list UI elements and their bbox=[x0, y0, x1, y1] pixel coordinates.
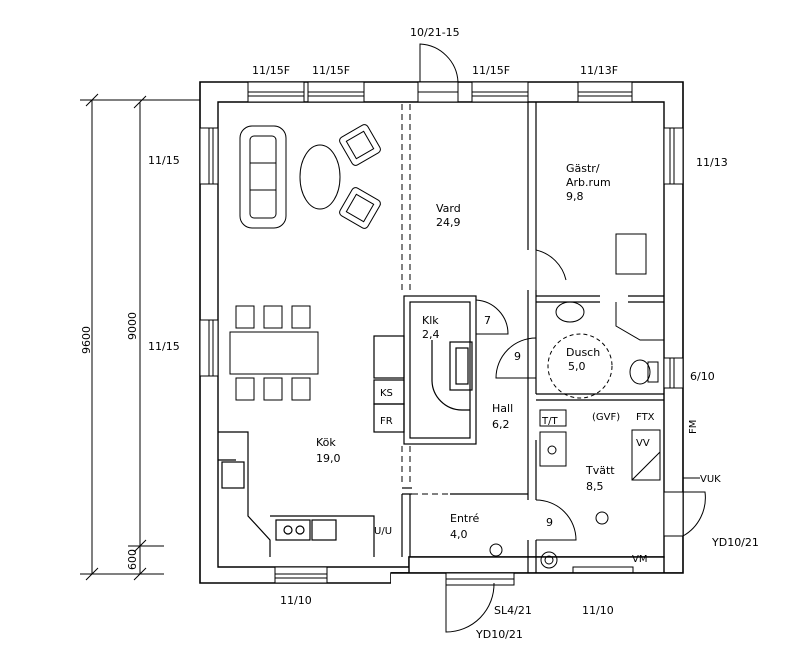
door-number-9b: 9 bbox=[546, 516, 553, 529]
label-tt: T/T bbox=[541, 416, 558, 427]
dashed-lines bbox=[401, 104, 528, 495]
room-klk-name: Klk bbox=[422, 314, 439, 327]
label-bottom-2: 11/10 bbox=[582, 604, 614, 617]
room-dusch-name: Dusch bbox=[566, 346, 600, 359]
living-furniture bbox=[239, 124, 381, 229]
dimension-lines bbox=[80, 93, 200, 581]
bath-fixtures bbox=[489, 233, 661, 569]
door-number-7: 7 bbox=[484, 314, 491, 327]
room-vard-area: 24,9 bbox=[436, 216, 461, 229]
room-tvatt-area: 8,5 bbox=[586, 480, 604, 493]
label-vv: VV bbox=[636, 438, 650, 449]
room-klk-area: 2,4 bbox=[422, 328, 440, 341]
room-kok-name: Kök bbox=[316, 436, 336, 449]
room-hall-area: 6,2 bbox=[492, 418, 510, 431]
label-left-2: 11/15 bbox=[148, 340, 180, 353]
room-hall-name: Hall bbox=[492, 402, 513, 415]
door-number-9a: 9 bbox=[514, 350, 521, 363]
dining-table bbox=[229, 305, 319, 401]
label-fm: FM bbox=[688, 420, 699, 434]
label-uu: U/U bbox=[374, 526, 392, 537]
dim-outer: 9600 bbox=[80, 326, 93, 354]
room-gastr-name2: Arb.rum bbox=[566, 176, 611, 189]
label-ftx: FTX bbox=[636, 412, 655, 423]
dimension-labels: 9600 9000 600 bbox=[80, 312, 139, 570]
room-labels: Vard 24,9 Gästr/ Arb.rum 9,8 Klk 2,4 Dus… bbox=[316, 162, 615, 541]
fixture-labels: KS FR U/U T/T (GVF) FTX VV FM VUK VM 7 9… bbox=[374, 314, 721, 565]
label-top-3: 11/15F bbox=[472, 64, 510, 77]
label-top-1: 11/15F bbox=[252, 64, 290, 77]
room-gastr-area: 9,8 bbox=[566, 190, 584, 203]
room-tvatt-name: Tvätt bbox=[585, 464, 615, 477]
label-vuk: VUK bbox=[700, 474, 721, 485]
label-right-door: YD10/21 bbox=[711, 536, 759, 549]
label-vm: VM bbox=[632, 554, 647, 565]
label-top-4: 11/13F bbox=[580, 64, 618, 77]
window-labels: 10/21-15 11/15F 11/15F 11/15F 11/13F 11/… bbox=[148, 26, 759, 641]
label-ks: KS bbox=[380, 388, 393, 399]
label-bottom-1: 11/10 bbox=[280, 594, 312, 607]
label-top-door: 10/21-15 bbox=[410, 26, 460, 39]
label-right-2: 6/10 bbox=[690, 370, 715, 383]
interior-doors bbox=[475, 249, 664, 541]
label-bottom-door-2: YD10/21 bbox=[475, 628, 523, 641]
label-gvf: (GVF) bbox=[592, 412, 620, 423]
room-entre-area: 4,0 bbox=[450, 528, 468, 541]
dim-small: 600 bbox=[126, 549, 139, 570]
label-right-1: 11/13 bbox=[696, 156, 728, 169]
room-entre-name: Entré bbox=[450, 512, 480, 525]
label-left-1: 11/15 bbox=[148, 154, 180, 167]
room-vard-name: Vard bbox=[436, 202, 461, 215]
dim-inner: 9000 bbox=[126, 312, 139, 340]
exterior-door-right bbox=[663, 477, 706, 537]
entrance-door-bottom bbox=[445, 572, 515, 633]
room-gastr-name: Gästr/ bbox=[566, 162, 600, 175]
label-fr: FR bbox=[380, 416, 393, 427]
entrance-door-top bbox=[417, 43, 459, 103]
windows bbox=[199, 81, 684, 584]
room-dusch-area: 5,0 bbox=[568, 360, 586, 373]
label-bottom-door-1: SL4/21 bbox=[494, 604, 532, 617]
room-kok-area: 19,0 bbox=[316, 452, 341, 465]
label-top-2: 11/15F bbox=[312, 64, 350, 77]
